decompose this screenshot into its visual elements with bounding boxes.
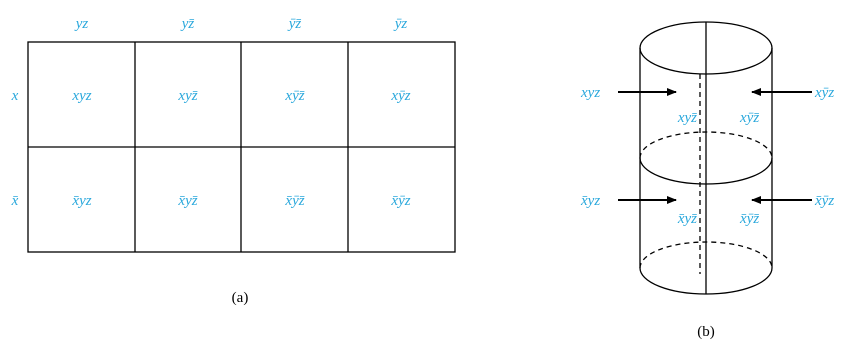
kmap-cell: x̄yz̄ [177, 193, 197, 209]
kmap-cell: xyz̄ [177, 88, 197, 104]
caption-a: (a) [232, 290, 249, 306]
column-header: yz̄ [180, 16, 195, 32]
caption-b: (b) [697, 324, 715, 340]
row-header: x̄ [11, 193, 19, 209]
kmap-cell: xyz [71, 88, 91, 104]
kmap-cylinder [639, 21, 773, 295]
kmap-column-headers: yz yz̄ ȳz̄ ȳz [74, 16, 408, 32]
kmap-grid [27, 41, 456, 253]
column-header: ȳz̄ [287, 16, 302, 32]
kmap-cell: xȳz [390, 88, 410, 104]
inner-label: xȳz̄ [739, 110, 759, 126]
column-header: ȳz [393, 16, 408, 32]
cylinder-arrow-labels: xyz xȳz x̄yz x̄ȳz [580, 85, 834, 209]
kmap-cell: x̄ȳz̄ [284, 193, 304, 209]
kmap-cells: xyz xyz̄ xȳz̄ xȳz x̄yz x̄yz̄ x̄ȳz̄ x̄ȳz [71, 88, 410, 209]
kmap-cell: x̄yz [71, 193, 91, 209]
arrow-label: xyz [580, 85, 600, 101]
inner-label: xyz̄ [677, 110, 697, 126]
arrow-label: x̄yz [580, 193, 600, 209]
kmap-row-headers: x x̄ [11, 88, 19, 209]
cylinder-inner-labels: xyz̄ xȳz̄ x̄yz̄ x̄ȳz̄ [677, 110, 760, 227]
column-header: yz [74, 16, 89, 32]
inner-label: x̄ȳz̄ [739, 211, 759, 227]
cylinder-arrows [618, 88, 812, 204]
kmap-cell: xȳz̄ [284, 88, 304, 104]
arrow-label: x̄ȳz [814, 193, 834, 209]
arrow-label: xȳz [814, 85, 834, 101]
inner-label: x̄yz̄ [677, 211, 697, 227]
row-header: x [11, 88, 19, 104]
kmap-cell: x̄ȳz [390, 193, 410, 209]
